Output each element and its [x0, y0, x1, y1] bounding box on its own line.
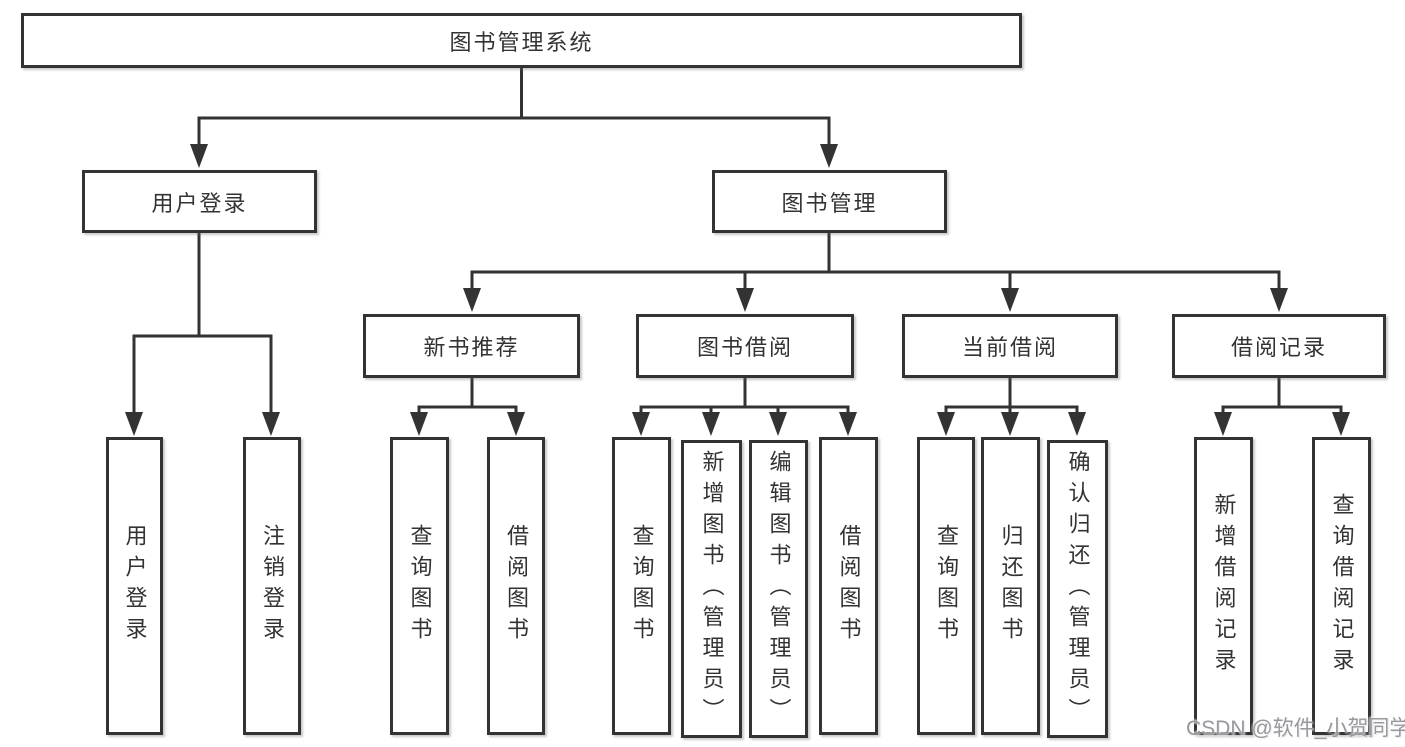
leaf-query-books-newrec: 查询图书 [390, 437, 449, 735]
connector-new-book-recommend-branch [410, 376, 525, 436]
leaf-logout: 注销登录 [243, 437, 301, 735]
leaf-user-login: 用户登录 [106, 437, 163, 735]
leaf-add-books-admin-label: 新增图书（管理员） [699, 449, 725, 729]
leaf-borrow-books-borrowing: 借阅图书 [819, 437, 878, 735]
leaf-query-borrow-record: 查询借阅记录 [1312, 437, 1371, 735]
leaf-query-books-current-label: 查询图书 [934, 524, 959, 648]
leaf-add-borrow-record: 新增借阅记录 [1194, 437, 1253, 735]
leaf-edit-books-admin-label: 编辑图书（管理员） [766, 449, 792, 729]
node-root: 图书管理系统 [21, 13, 1022, 68]
leaf-query-books-borrowing: 查询图书 [612, 437, 671, 735]
leaf-add-books-admin: 新增图书（管理员） [681, 440, 742, 738]
leaf-confirm-return-admin: 确认归还（管理员） [1047, 440, 1108, 738]
leaf-logout-label: 注销登录 [260, 524, 285, 648]
leaf-confirm-return-admin-label: 确认归还（管理员） [1065, 449, 1091, 729]
leaf-return-books: 归还图书 [981, 437, 1040, 735]
node-book-management: 图书管理 [712, 170, 947, 233]
connector-book-management-branch [463, 231, 1288, 312]
node-user-login: 用户登录 [82, 170, 317, 233]
node-book-borrowing-label: 图书借阅 [696, 335, 793, 360]
node-new-book-recommend-label: 新书推荐 [423, 335, 520, 360]
node-new-book-recommend: 新书推荐 [363, 314, 580, 378]
leaf-return-books-label: 归还图书 [998, 524, 1024, 648]
connector-borrowing-records-branch [1214, 376, 1350, 436]
node-book-management-label: 图书管理 [781, 190, 878, 216]
leaf-borrow-books-newrec-label: 借阅图书 [504, 524, 529, 648]
node-user-login-label: 用户登录 [151, 190, 248, 216]
leaf-query-books-current: 查询图书 [917, 437, 975, 735]
leaf-add-borrow-record-label: 新增借阅记录 [1211, 493, 1237, 679]
node-book-borrowing: 图书借阅 [636, 314, 854, 378]
node-root-label: 图书管理系统 [449, 29, 594, 55]
node-borrowing-records: 借阅记录 [1172, 314, 1386, 378]
leaf-query-borrow-record-label: 查询借阅记录 [1329, 493, 1355, 679]
leaf-query-books-newrec-label: 查询图书 [407, 524, 433, 648]
connector-book-borrowing-branch [632, 376, 857, 436]
node-borrowing-records-label: 借阅记录 [1230, 335, 1327, 360]
leaf-user-login-label: 用户登录 [122, 524, 148, 648]
leaf-edit-books-admin: 编辑图书（管理员） [749, 440, 808, 738]
node-current-borrowing: 当前借阅 [902, 314, 1118, 378]
node-current-borrowing-label: 当前借阅 [961, 335, 1058, 360]
connector-user-login-branch [125, 231, 280, 436]
leaf-query-books-borrowing-label: 查询图书 [629, 524, 655, 648]
leaf-borrow-books-borrowing-label: 借阅图书 [836, 524, 862, 648]
leaf-borrow-books-newrec: 借阅图书 [487, 437, 545, 735]
csdn-watermark: CSDN @软件_小贺同学 [1186, 717, 1405, 740]
connector-current-borrowing-branch [937, 376, 1086, 436]
connector-root-to-level1 [190, 66, 838, 168]
